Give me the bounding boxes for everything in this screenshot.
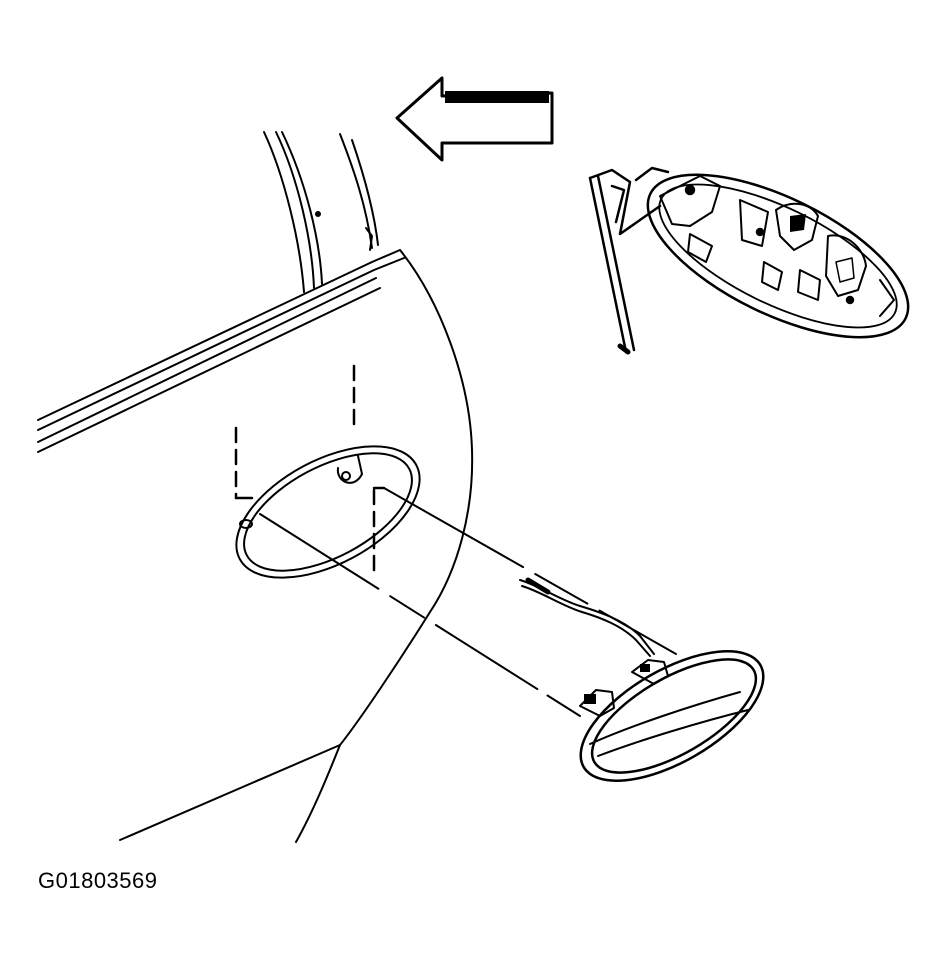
actuator-rod [588,166,670,355]
handle-opening [235,445,421,579]
door-panel [37,131,474,843]
alignment-guides [234,364,386,576]
projection-lines [259,487,677,717]
figure-id-label: G01803569 [38,868,158,893]
handle-cable [519,577,655,657]
left-arrow-icon [395,76,554,162]
handle-detail-view [646,173,910,339]
exterior-door-handle [579,650,765,782]
